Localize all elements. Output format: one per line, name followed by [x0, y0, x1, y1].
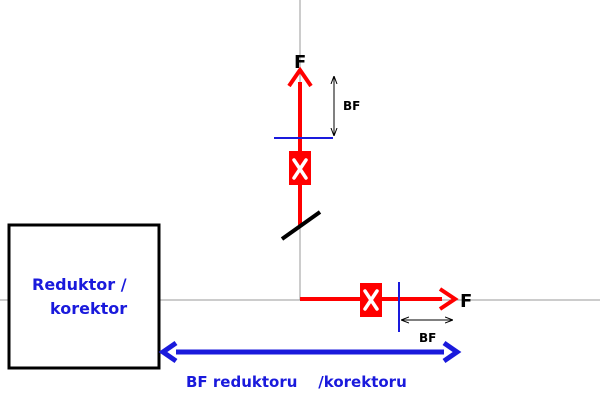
focus-label-right: F	[460, 291, 472, 312]
bf-system-dimension-arrow	[158, 340, 462, 364]
bf-right-label: BF	[419, 331, 436, 345]
x-component-horizontal	[360, 283, 382, 317]
mirror	[280, 210, 322, 241]
bf-top-label: BF	[343, 99, 360, 113]
vertical-beam-arrowhead	[287, 66, 313, 88]
focus-label-top: F	[294, 52, 306, 73]
horizontal-beam-arrowhead	[438, 287, 459, 311]
reducer-box-label-2: korektor	[50, 299, 127, 318]
bf-system-label: BF reduktoru /korektoru	[186, 373, 407, 391]
reducer-box-label-1: Reduktor /	[32, 275, 127, 294]
x-component-vertical	[289, 151, 311, 185]
reducer-box	[7, 223, 161, 370]
